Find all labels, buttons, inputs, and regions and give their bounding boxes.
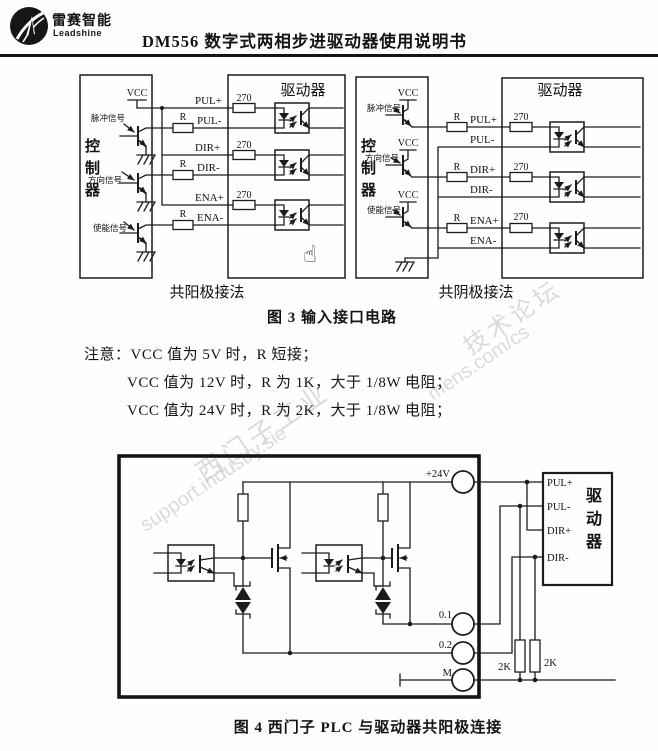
leadshine-logo-icon [10, 7, 48, 45]
figure3-caption: 图 3 输入接口电路 [266, 310, 397, 326]
controller-label: 控制器 [359, 138, 375, 204]
r-label: R [180, 159, 187, 170]
resistor-value: 270 [237, 190, 252, 201]
figure3-schematic: 驱动器 VCC R R R PUL+ PUL- DIR+ DIR- ENA+ E… [79, 74, 644, 301]
pullup-resistor-value: 2K [544, 658, 557, 669]
optocoupler-icon [550, 122, 641, 253]
driver-label: 驱动器 [280, 82, 325, 99]
r-label: R [454, 162, 461, 173]
r-label: R [180, 112, 187, 123]
pin-label: DIR- [197, 162, 220, 174]
external-wiring [473, 479, 616, 683]
plc-output-channel-1 [153, 481, 453, 656]
pin-label: PUL- [470, 134, 495, 146]
m-stub [399, 673, 453, 687]
driver-label: 驱动器 [537, 82, 582, 99]
subcaption-common-cathode: 共阴极接法 [438, 284, 513, 301]
resistor-value: 270 [237, 140, 252, 151]
signal-label: 使能信号 [93, 223, 127, 233]
terminal-label-24v: +24V [426, 469, 450, 480]
driver-box-left [227, 74, 346, 279]
pin-label: PUL+ [195, 95, 222, 107]
note-line: VCC 值为 12V 时，R 为 1K，大于 1/8W 电阻； [127, 375, 452, 391]
common-bus-wires [404, 146, 551, 263]
brand-name-en: Leadshine [53, 28, 103, 38]
pin-label: PUL+ [470, 114, 497, 126]
resistor-value: 270 [514, 112, 529, 123]
plc-terminals [451, 470, 475, 692]
driver-pin-label: DIR+ [547, 526, 571, 537]
figure4-schematic: 2K 2K +24V 0.1 0.2 M PUL+ PUL- DIR+ DIR- [117, 454, 616, 699]
npn-transistors-right [385, 104, 413, 229]
series-resistors-left [151, 122, 276, 231]
vcc-terminal [127, 99, 147, 109]
pin-label: ENA+ [195, 192, 224, 204]
pin-label: ENA+ [470, 215, 499, 227]
vcc-label: VCC [398, 138, 419, 149]
resistor-value: 270 [514, 212, 529, 223]
optocoupler-icon [275, 103, 344, 230]
pin-label: DIR- [470, 184, 493, 196]
driver-pin-label: DIR- [547, 553, 569, 564]
brand-name-cn: 雷赛智能 [52, 12, 112, 28]
signal-label: 脉冲信号 [367, 103, 401, 113]
driver-pin-label: PUL+ [547, 478, 573, 489]
npn-transistors-left [119, 126, 153, 253]
header-rule [0, 54, 658, 57]
signal-label: 方向信号 [365, 153, 399, 163]
vcc-bus-wires [136, 107, 234, 206]
terminal-label-m: M [443, 668, 453, 679]
controller-box-left [79, 74, 153, 279]
driver-label-fig4: 驱动器 [583, 487, 600, 556]
signal-label: 脉冲信号 [91, 113, 125, 123]
terminal-label-01: 0.1 [439, 610, 452, 621]
r-label: R [454, 213, 461, 224]
driver-box-right [501, 77, 644, 279]
pin-label: DIR+ [195, 142, 220, 154]
controller-label: 控制器 [83, 138, 99, 204]
resistor-value: 270 [514, 162, 529, 173]
terminal-label-02: 0.2 [439, 640, 452, 651]
note-line: 注意：VCC 值为 5V 时，R 短接； [84, 347, 318, 363]
input-resistors-left [232, 102, 276, 211]
vcc-label: VCC [127, 88, 148, 99]
driver-pin-label: PUL- [547, 502, 571, 513]
signal-label: 使能信号 [367, 205, 401, 215]
series-resistors-right [411, 121, 551, 234]
figure4-caption: 图 4 西门子 PLC 与驱动器共阳极连接 [233, 720, 503, 736]
pullup-resistor-value: 2K [498, 662, 511, 673]
pin-label: ENA- [197, 212, 224, 224]
page-title: DM556 数字式两相步进驱动器使用说明书 [142, 32, 467, 51]
ground-icon [395, 261, 415, 272]
note-line: VCC 值为 24V 时，R 为 2K，大于 1/8W 电阻； [127, 403, 452, 419]
plc-box [117, 454, 481, 699]
vcc-label: VCC [398, 88, 419, 99]
watermark-text: mens.com/cs [423, 321, 534, 406]
driver-box-fig4 [541, 471, 614, 587]
signal-label: 方向信号 [88, 175, 122, 185]
r-label: R [454, 112, 461, 123]
resistor-value: 270 [237, 93, 252, 104]
subcaption-common-anode: 共阳极接法 [169, 284, 244, 301]
pin-label: PUL- [197, 115, 222, 127]
hand-cursor-icon: ☝ [303, 242, 318, 268]
pin-label: DIR+ [470, 164, 495, 176]
vcc-label: VCC [398, 190, 419, 201]
pin-label: ENA- [470, 235, 497, 247]
r-label: R [180, 209, 187, 220]
plc-output-channel-2 [301, 481, 453, 627]
